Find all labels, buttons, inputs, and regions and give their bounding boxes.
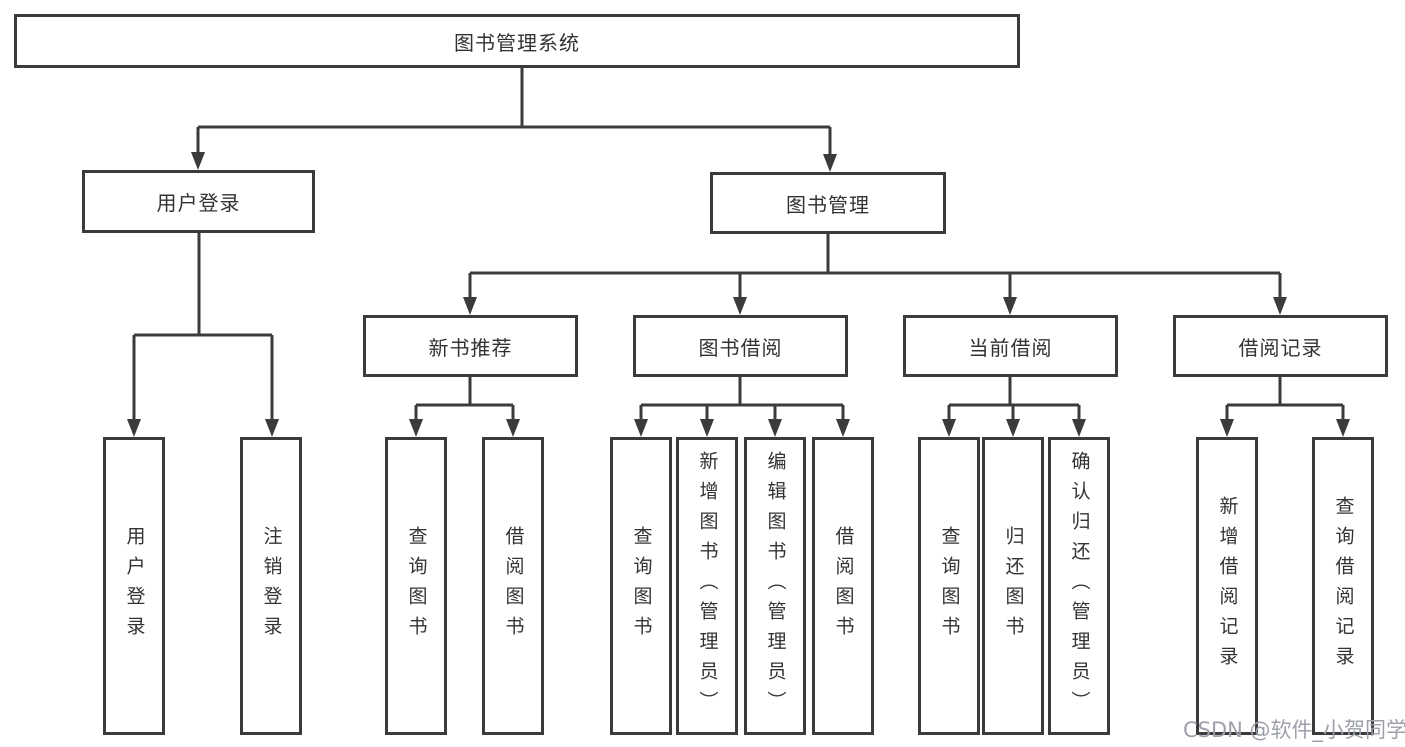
node-label: 新增借阅记录 [1216, 496, 1239, 676]
watermark-text: CSDN @软件_小贺同学 [1183, 718, 1405, 742]
node-new-book-recommend: 新书推荐 [363, 315, 578, 377]
node-label: 编辑图书（管理员） [764, 451, 787, 721]
leaf-return-book: 归还图书 [982, 437, 1044, 735]
leaf-borrow-books: 借阅图书 [812, 437, 874, 735]
node-label: 借阅记录 [1238, 335, 1323, 360]
leaf-query-books-borrow: 查询图书 [610, 437, 672, 735]
node-label: 查询图书 [630, 526, 653, 646]
leaf-add-borrow-record: 新增借阅记录 [1196, 437, 1258, 735]
leaf-query-borrow-record: 查询借阅记录 [1312, 437, 1374, 735]
node-borrow-records: 借阅记录 [1173, 315, 1388, 377]
node-book-borrow: 图书借阅 [633, 315, 848, 377]
node-label: 注销登录 [260, 526, 283, 646]
leaf-confirm-return-admin: 确认归还（管理员） [1048, 437, 1110, 735]
node-label: 归还图书 [1002, 526, 1025, 646]
node-current-borrow: 当前借阅 [903, 315, 1118, 377]
node-label: 新书推荐 [428, 335, 513, 360]
leaf-logout: 注销登录 [240, 437, 302, 735]
leaf-borrow-books-recommend: 借阅图书 [482, 437, 544, 735]
node-label: 借阅图书 [832, 526, 855, 646]
node-label: 确认归还（管理员） [1068, 451, 1091, 721]
node-label: 查询借阅记录 [1332, 496, 1355, 676]
node-label: 新增图书（管理员） [696, 451, 719, 721]
node-label: 图书借阅 [698, 335, 783, 360]
leaf-user-login: 用户登录 [103, 437, 165, 735]
node-label: 图书管理系统 [454, 30, 580, 55]
node-label: 查询图书 [938, 526, 961, 646]
node-label: 图书管理 [786, 192, 870, 217]
node-label: 用户登录 [123, 526, 146, 646]
leaf-query-books-current: 查询图书 [918, 437, 980, 735]
node-label: 当前借阅 [968, 335, 1053, 360]
node-user-login: 用户登录 [82, 170, 315, 233]
node-label: 借阅图书 [502, 526, 525, 646]
node-book-management: 图书管理 [710, 172, 946, 234]
leaf-edit-book-admin: 编辑图书（管理员） [744, 437, 806, 735]
leaf-query-books-recommend: 查询图书 [385, 437, 447, 735]
node-root: 图书管理系统 [14, 14, 1020, 68]
node-label: 用户登录 [156, 191, 241, 215]
leaf-add-book-admin: 新增图书（管理员） [676, 437, 738, 735]
node-label: 查询图书 [405, 526, 428, 646]
